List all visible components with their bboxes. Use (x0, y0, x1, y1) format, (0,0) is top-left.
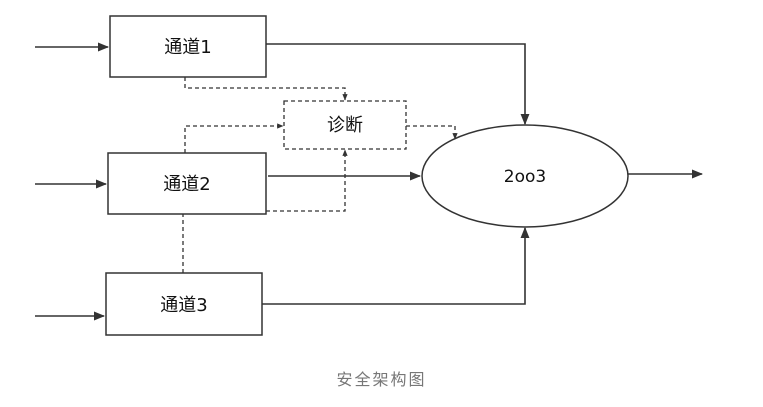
channel-2-to-diagnostic-dashed (184, 123, 284, 153)
voter-2oo3-node: 2oo3 (421, 124, 629, 228)
diagnostic-box: 诊断 (283, 100, 407, 150)
channel-1-to-diagnostic-dashed (184, 77, 348, 101)
figure-caption: 安全架构图 (336, 370, 427, 389)
channel-3-label: 通道3 (160, 295, 207, 316)
channel-2-box: 通道2 (107, 152, 267, 215)
diagnostic-label: 诊断 (327, 115, 363, 136)
channel-3-box: 通道3 (105, 272, 263, 336)
channel-1-to-voter-line (266, 43, 530, 126)
channel-2-feedback-to-diagnostic-dashed (266, 149, 348, 212)
diagnostic-to-voter-dashed (406, 125, 458, 140)
channel-1-box: 通道1 (109, 15, 267, 78)
channel-2-label: 通道2 (163, 174, 210, 195)
channel-1-label: 通道1 (164, 37, 211, 58)
channel-3-to-voter-line (262, 226, 530, 305)
voter-label: 2oo3 (504, 167, 546, 187)
